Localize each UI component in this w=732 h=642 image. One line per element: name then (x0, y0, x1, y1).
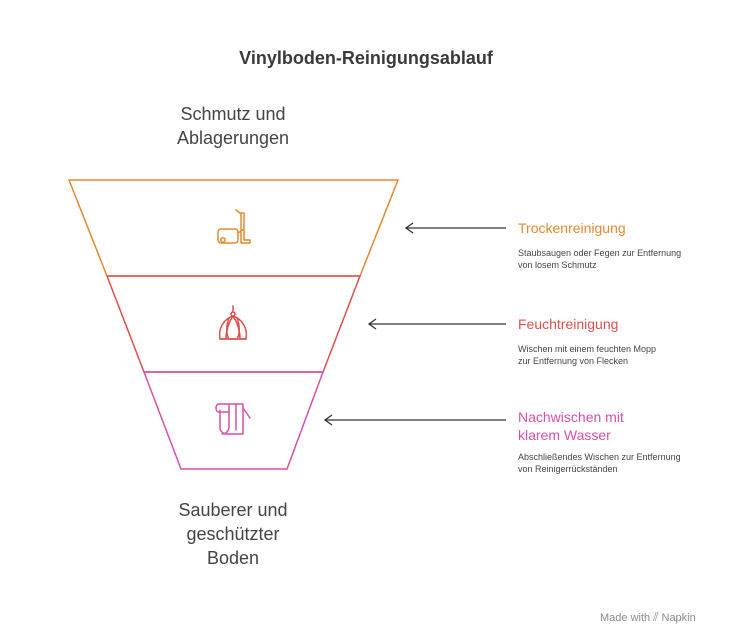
funnel-stage-3 (142, 371, 325, 470)
arrow-stage-1 (404, 222, 506, 234)
step-2-title: Feuchtreinigung (518, 316, 619, 332)
step-2-description: Wischen mit einem feuchten Mopp zur Entf… (518, 344, 657, 366)
napkin-attribution[interactable]: Made with ⫽ Napkin (600, 610, 696, 625)
arrow-stage-2 (367, 318, 506, 330)
mop-icon (218, 305, 248, 340)
funnel-output-label: Sauberer und geschützter Boden (178, 500, 288, 568)
arrow-stage-3 (323, 414, 506, 426)
step-1-description: Staubsaugen oder Fegen zur Entfernung vo… (518, 248, 682, 270)
vacuum-cleaner-icon (217, 209, 251, 244)
napkin-brand: Napkin (661, 611, 696, 624)
funnel-stage-2 (105, 275, 362, 373)
funnel-input-label: Schmutz und Ablagerungen (176, 104, 290, 148)
made-with-text: Made with (600, 611, 651, 624)
step-3-description: Abschließendes Wischen zur Entfernung vo… (518, 452, 681, 474)
towel-icon (215, 403, 251, 435)
step-3-title: Nachwischen mit klarem Wasser (518, 409, 624, 443)
funnel-stage-1 (67, 179, 400, 277)
napkin-logo-icon: ⫽ (653, 610, 659, 624)
diagram-title: Vinylboden-Reinigungsablauf (239, 48, 493, 68)
step-1-title: Trockenreinigung (518, 220, 626, 236)
